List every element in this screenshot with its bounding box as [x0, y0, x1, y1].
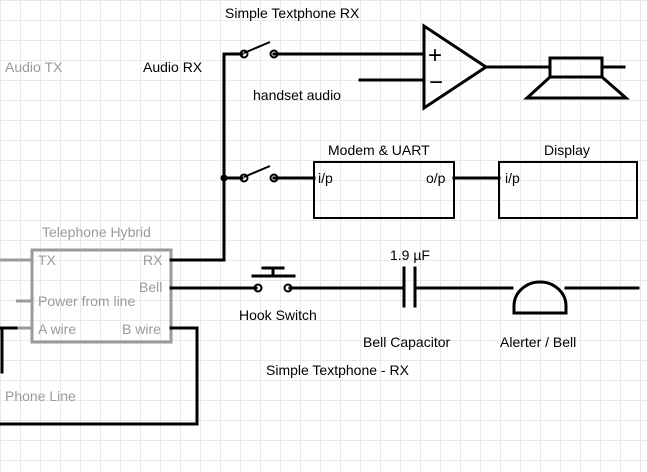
speaker-icon: [523, 56, 630, 100]
bell-icon: [512, 280, 568, 315]
hybrid-a-wire-port: A wire: [38, 321, 76, 337]
display-box: [498, 161, 638, 219]
hook-switch-label: Hook Switch: [239, 307, 317, 323]
amplifier: + −: [422, 23, 489, 111]
diagram-caption: Simple Textphone - RX: [266, 362, 410, 378]
audio-switch[interactable]: [239, 41, 279, 59]
hybrid-box: [30, 248, 173, 344]
display-block: Display i/p: [498, 142, 638, 219]
hybrid-title: Telephone Hybrid: [42, 224, 151, 240]
hybrid-rx-port: RX: [143, 252, 163, 268]
amplifier-minus-sign: −: [429, 69, 443, 96]
bell-capacitor-label: Bell Capacitor: [363, 334, 450, 350]
amplifier-triangle: [422, 23, 489, 111]
modem-input-port: i/p: [318, 170, 333, 186]
hybrid-tx-port: TX: [38, 252, 57, 268]
amplifier-plus-sign: +: [428, 42, 442, 69]
telephone-hybrid: Telephone Hybrid TX RX Bell Power from l…: [0, 224, 173, 344]
capacitor-symbol: [402, 266, 417, 308]
hybrid-bell-port: Bell: [139, 279, 162, 295]
modem-box: [313, 161, 455, 219]
wires: [0, 52, 640, 426]
phone-line-label: Phone Line: [5, 388, 76, 404]
modem-uart-block: Modem & UART i/p o/p: [313, 142, 455, 219]
handset-audio-label: handset audio: [253, 87, 341, 103]
display-title: Display: [544, 142, 590, 158]
modem-switch[interactable]: [239, 165, 279, 183]
b-wire: [0, 326, 199, 426]
display-input-port: i/p: [505, 170, 520, 186]
hybrid-power-port: Power from line: [38, 293, 135, 309]
hook-switch[interactable]: [251, 266, 296, 293]
modem-title: Modem & UART: [328, 142, 430, 158]
hybrid-b-wire-port: B wire: [122, 321, 161, 337]
audio-tx-label: Audio TX: [5, 59, 63, 75]
junction-dot: [220, 174, 228, 182]
modem-output-port: o/p: [426, 170, 446, 186]
alerter-label: Alerter / Bell: [500, 334, 576, 350]
rx-wire: [169, 52, 244, 262]
diagram-title: Simple Textphone RX: [225, 5, 360, 21]
capacitor-value-label: 1.9 µF: [390, 247, 430, 263]
audio-rx-label: Audio RX: [143, 59, 203, 75]
